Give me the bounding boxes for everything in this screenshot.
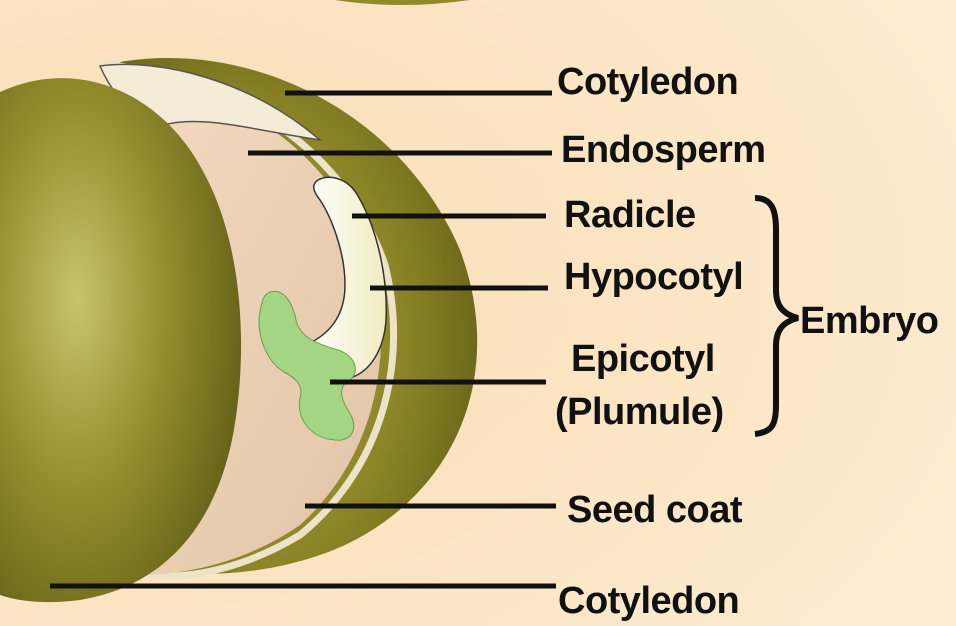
label-cotyledon-bottom: Cotyledon — [558, 580, 739, 622]
label-cotyledon-top: Cotyledon — [557, 61, 738, 103]
label-epicotyl: Epicotyl — [571, 338, 715, 380]
label-plumule: (Plumule) — [555, 391, 724, 433]
embryo-brace — [754, 195, 799, 437]
left-cotyledon — [0, 78, 242, 603]
label-seed-coat: Seed coat — [567, 489, 743, 531]
label-embryo: Embryo — [800, 300, 938, 342]
label-endosperm: Endosperm — [561, 129, 766, 171]
upper-seed-edge — [335, 0, 470, 5]
plumule — [258, 290, 356, 441]
label-hypocotyl: Hypocotyl — [564, 256, 743, 298]
leader-lines — [50, 90, 556, 589]
label-radicle: Radicle — [564, 194, 696, 236]
